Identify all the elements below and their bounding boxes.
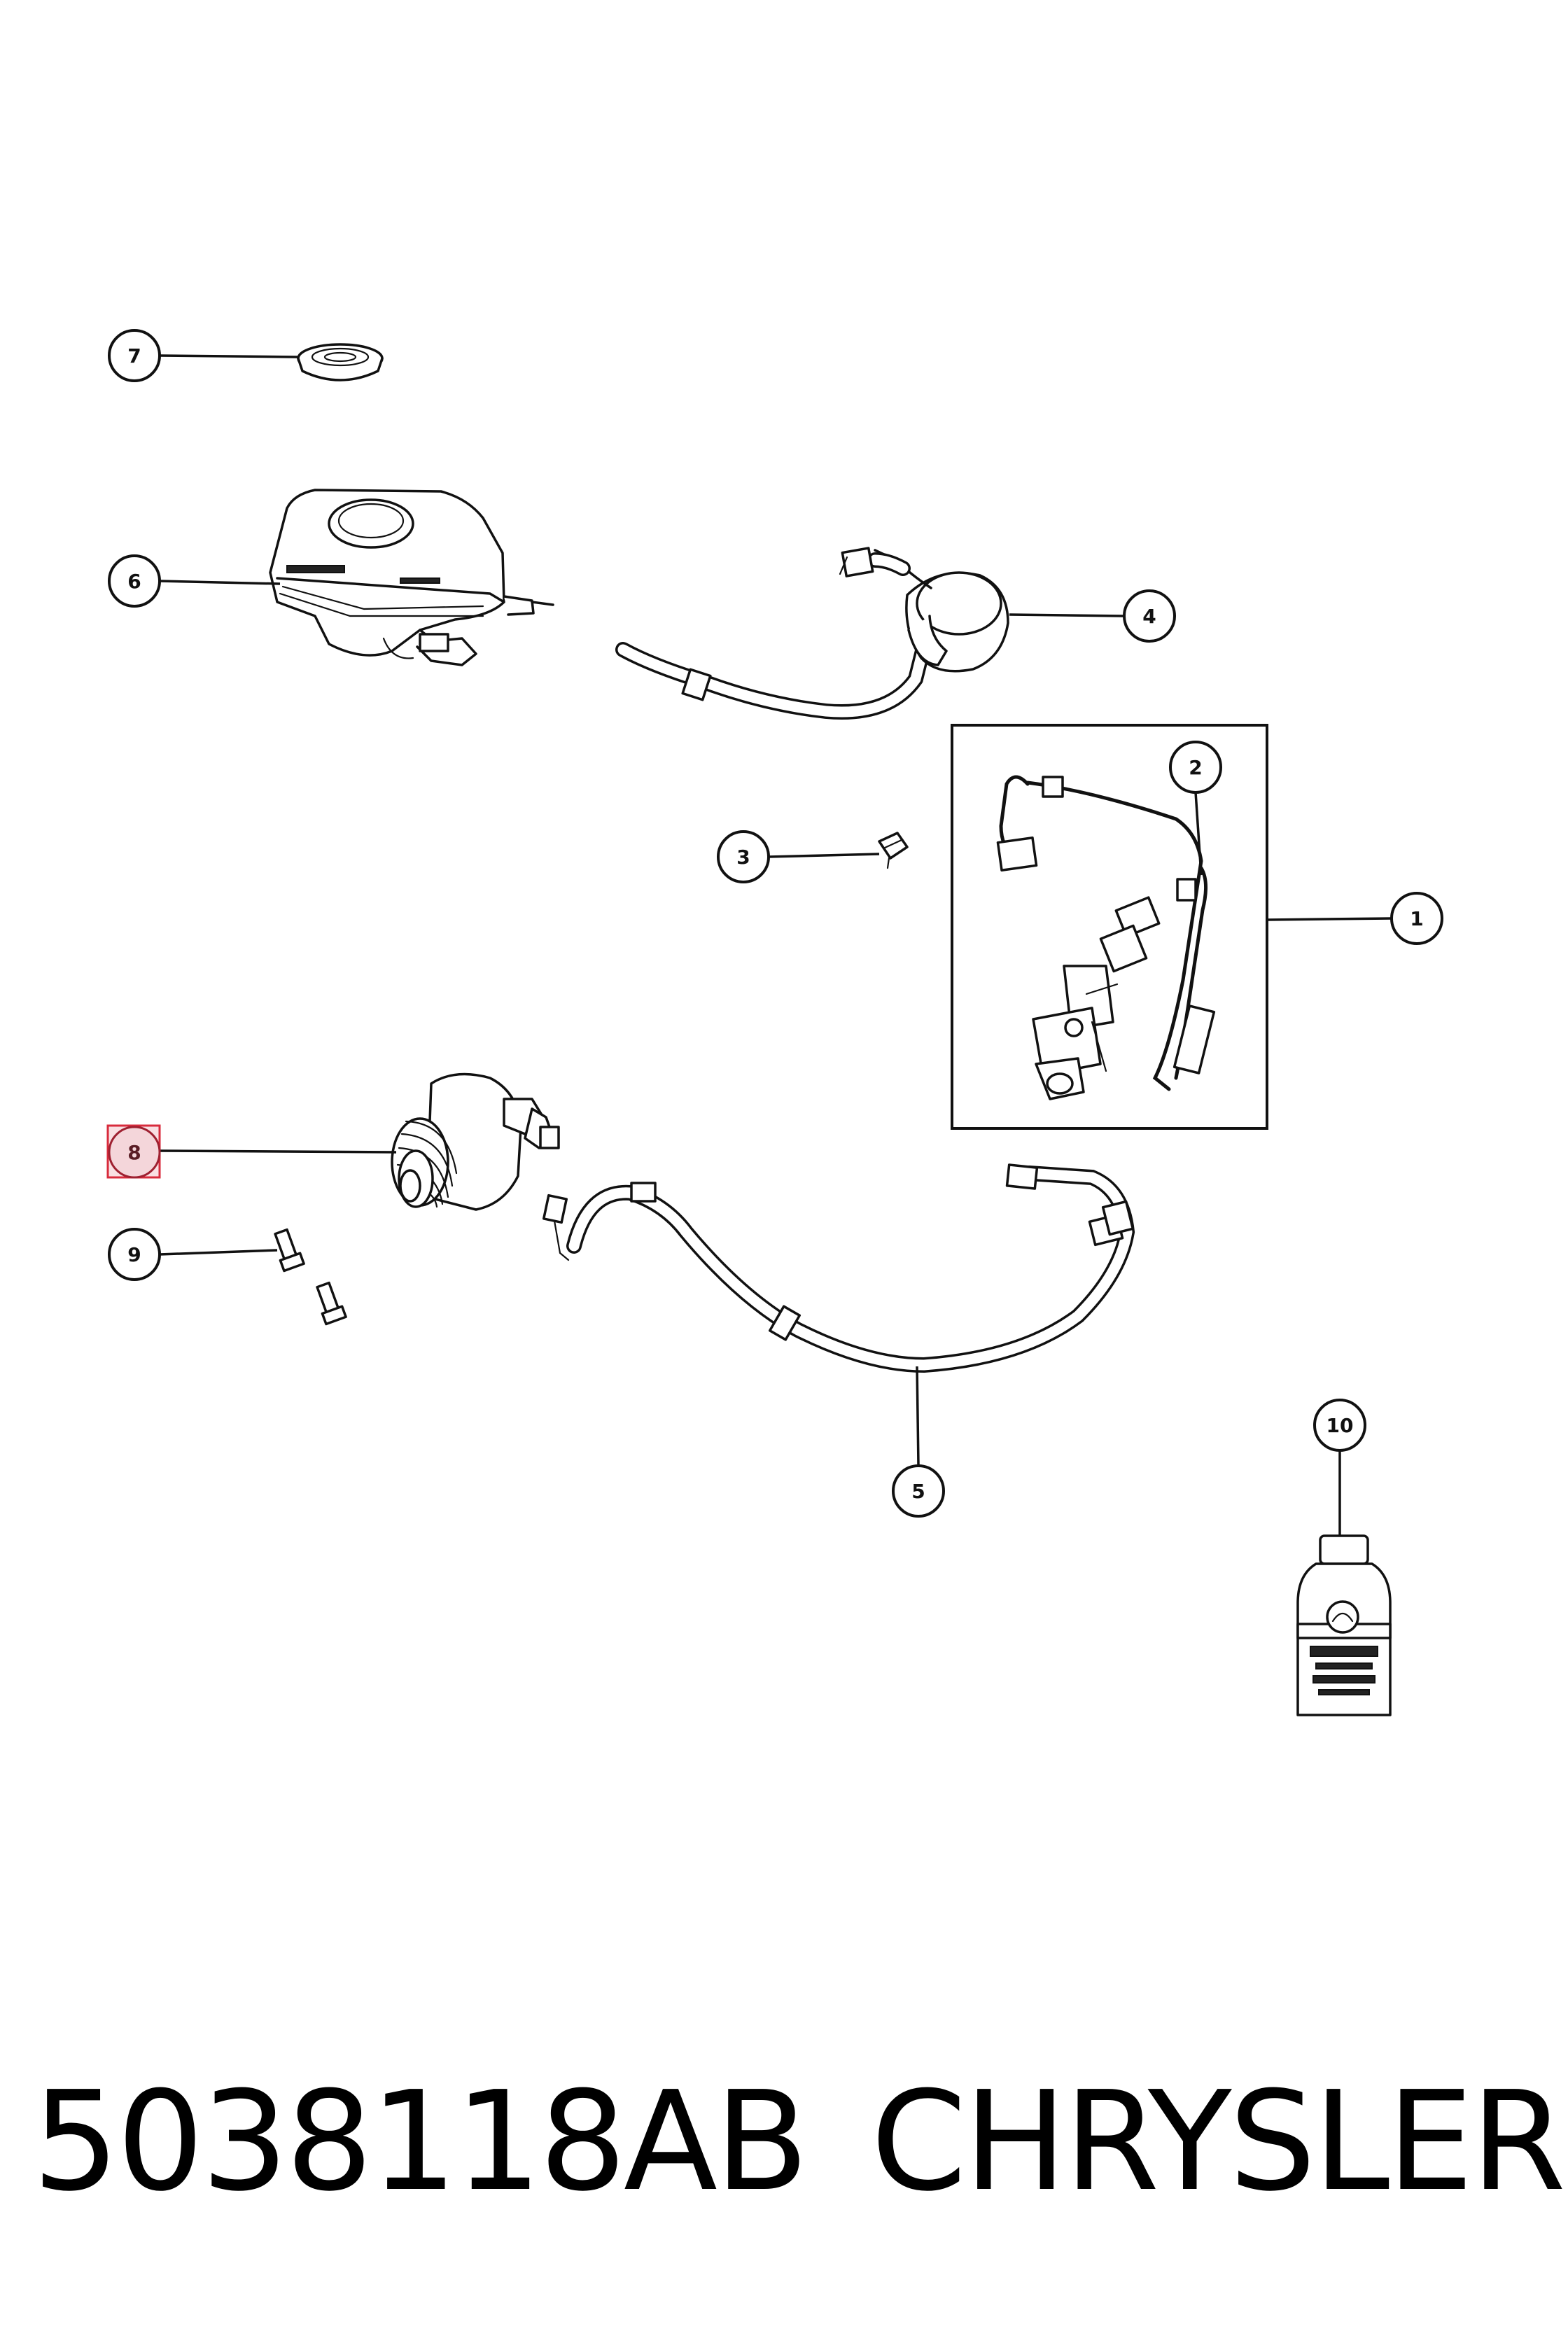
callout-7[interactable]: 7	[108, 329, 299, 382]
svg-text:9: 9	[127, 1243, 141, 1266]
part-number: 5038118AB	[32, 2062, 808, 2222]
callout-6[interactable]: 6	[108, 554, 281, 608]
callout-9[interactable]: 9	[108, 1228, 278, 1281]
svg-text:8: 8	[127, 1141, 141, 1164]
master-cylinder-assembly-box	[951, 724, 1268, 1130]
brand-name: CHRYSLER	[871, 2062, 1566, 2222]
svg-text:7: 7	[127, 344, 141, 368]
svg-text:10: 10	[1326, 1414, 1354, 1437]
callout-4[interactable]: 4	[1009, 589, 1176, 643]
fluid-reservoir-part	[269, 489, 554, 666]
clutch-line-part	[542, 1163, 1135, 1373]
callout-1[interactable]: 1	[1266, 892, 1443, 945]
slave-cylinder-part	[391, 1072, 560, 1211]
bolt-part	[274, 1228, 347, 1326]
svg-text:1: 1	[1410, 907, 1423, 930]
svg-text:5: 5	[911, 1480, 925, 1503]
fluid-bottle-part	[1296, 1534, 1392, 1716]
reservoir-cap-part	[297, 343, 384, 382]
svg-text:2: 2	[1189, 756, 1202, 779]
svg-text:4: 4	[1142, 605, 1156, 628]
callout-2[interactable]: 2	[1169, 741, 1222, 876]
callout-8[interactable]: 8	[106, 1124, 397, 1179]
retaining-clip-part	[878, 832, 909, 869]
svg-text:3: 3	[736, 846, 750, 869]
callout-3[interactable]: 3	[717, 830, 880, 883]
footer-caption: 5038118AB CHRYSLER	[0, 2072, 1568, 2212]
supply-hose-part	[615, 547, 1009, 720]
callout-10[interactable]: 10	[1313, 1399, 1366, 1536]
svg-text:6: 6	[127, 570, 141, 593]
callout-5[interactable]: 5	[892, 1366, 945, 1518]
